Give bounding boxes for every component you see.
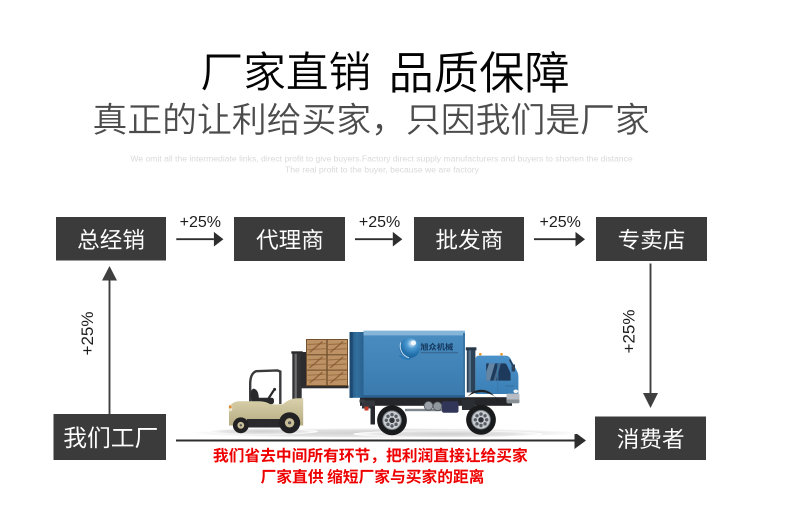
svg-text:+25%: +25%	[180, 214, 221, 231]
svg-text:+25%: +25%	[540, 214, 581, 231]
svg-text:The real profit to the buyer,: The real profit to the buyer, because we…	[285, 165, 480, 175]
svg-text:+25%: +25%	[78, 312, 97, 356]
svg-text:We omit all the intermediate l: We omit all the intermediate links, dire…	[130, 154, 633, 164]
svg-text:+25%: +25%	[620, 310, 639, 354]
svg-text:+25%: +25%	[359, 214, 400, 231]
